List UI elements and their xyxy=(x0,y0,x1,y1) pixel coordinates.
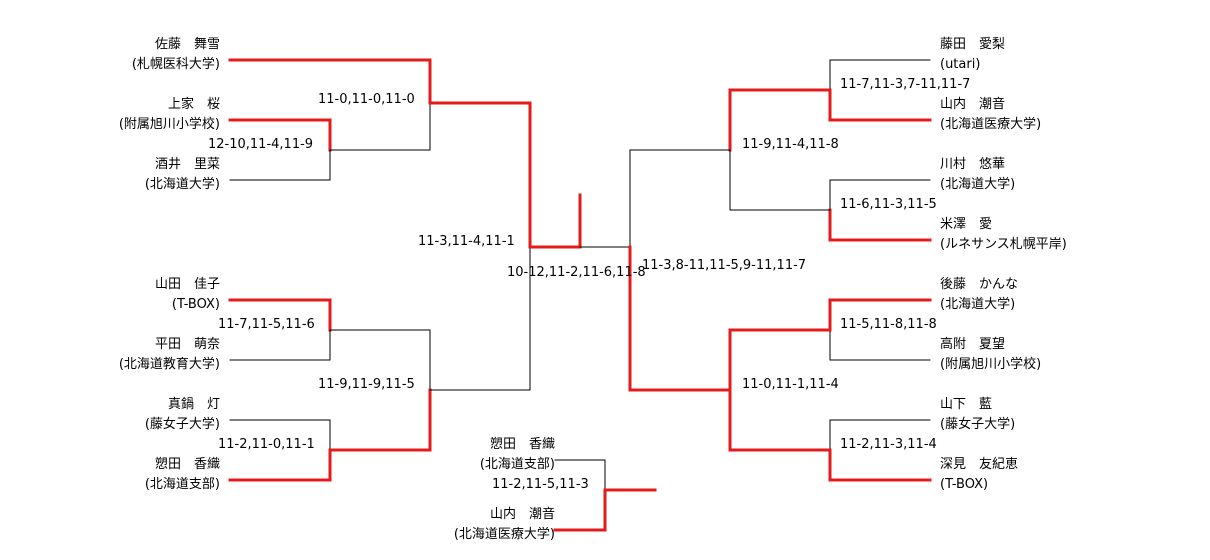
player-name: 米澤 愛 xyxy=(940,217,993,232)
match-score: 11-2,11-5,11-3 xyxy=(492,477,589,492)
player-name: 上家 桜 xyxy=(167,97,220,112)
player-affiliation: (T-BOX) xyxy=(171,297,220,312)
match-score: 11-3,11-4,11-1 xyxy=(418,234,515,249)
match-score: 11-2,11-3,11-4 xyxy=(840,437,937,452)
player-name: 真鍋 灯 xyxy=(167,397,220,412)
player-affiliation: (附属旭川小学校) xyxy=(118,117,220,132)
player-name: 平田 萌奈 xyxy=(154,337,220,352)
player-name: 高附 夏望 xyxy=(940,337,1006,352)
player-affiliation: (北海道医療大学) xyxy=(453,527,555,542)
match-score: 11-0,11-1,11-4 xyxy=(742,377,839,392)
player-affiliation: (北海道大学) xyxy=(940,297,1016,312)
match-score: 11-9,11-9,11-5 xyxy=(318,377,415,392)
player-affiliation: (北海道支部) xyxy=(144,477,220,492)
player-affiliation: (utari) xyxy=(940,57,981,72)
player-affiliation: (藤女子大学) xyxy=(144,417,220,432)
player-affiliation: (北海道支部) xyxy=(479,457,555,472)
player-name: 山下 藍 xyxy=(940,397,993,412)
player-affiliation: (北海道教育大学) xyxy=(118,357,220,372)
player-name: 佐藤 舞雪 xyxy=(154,37,220,52)
player-name: 藤田 愛梨 xyxy=(940,37,1006,52)
match-score: 11-3,8-11,11-5,9-11,11-7 xyxy=(642,258,807,273)
player-affiliation: (藤女子大学) xyxy=(940,417,1016,432)
match-score: 11-9,11-4,11-8 xyxy=(742,137,839,152)
player-name: 山田 佳子 xyxy=(154,277,220,292)
player-name: 川村 悠華 xyxy=(940,157,1006,172)
match-score: 10-12,11-2,11-6,11-8 xyxy=(507,265,646,280)
player-name: 後藤 かんな xyxy=(940,277,1019,292)
player-affiliation: (北海道医療大学) xyxy=(940,117,1042,132)
match-score: 11-0,11-0,11-0 xyxy=(318,92,415,107)
player-name: 愬田 香織 xyxy=(489,437,555,452)
match-score: 11-6,11-3,11-5 xyxy=(840,197,937,212)
match-score: 12-10,11-4,11-9 xyxy=(208,137,314,152)
player-affiliation: (附属旭川小学校) xyxy=(940,357,1042,372)
match-score: 11-7,11-3,7-11,11-7 xyxy=(840,77,971,92)
player-name: 深見 友紀恵 xyxy=(940,457,1019,472)
match-score: 11-5,11-8,11-8 xyxy=(840,317,937,332)
player-name: 酒井 里菜 xyxy=(154,157,220,172)
player-affiliation: (北海道大学) xyxy=(940,177,1016,192)
player-affiliation: (T-BOX) xyxy=(940,477,989,492)
player-affiliation: (北海道大学) xyxy=(144,177,220,192)
player-name: 山内 潮音 xyxy=(489,507,555,522)
match-score: 11-2,11-0,11-1 xyxy=(218,437,315,452)
player-name: 愬田 香織 xyxy=(154,457,220,472)
player-affiliation: (札幌医科大学) xyxy=(131,57,220,72)
match-score: 11-7,11-5,11-6 xyxy=(218,317,315,332)
player-affiliation: (ルネサンス札幌平岸) xyxy=(940,237,1067,252)
player-name: 山内 潮音 xyxy=(940,97,1006,112)
